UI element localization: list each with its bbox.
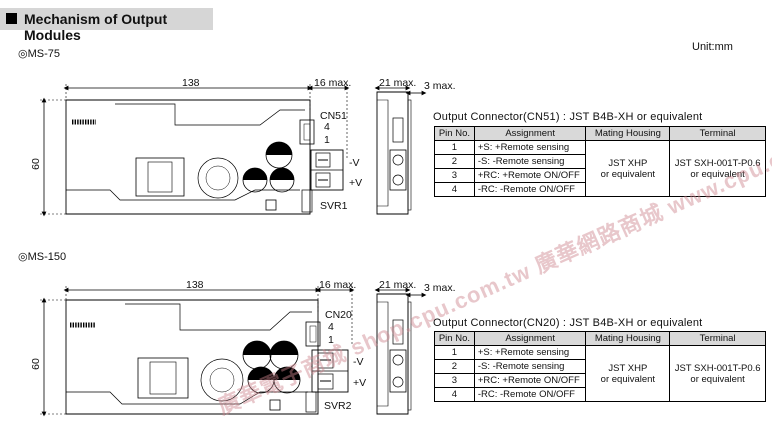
col-header-terminal: Terminal (669, 331, 766, 346)
dim-height-ms75: 60 (29, 158, 42, 170)
pin-assignment: -S: -Remote sensing (473, 154, 587, 169)
table-header-row: Pin No. Assignment Mating Housing Termin… (434, 331, 766, 346)
label-pin1-ms150: 1 (328, 334, 334, 346)
pin-assignment: +RC: +Remote ON/OFF (473, 168, 587, 183)
module-name-ms150: ◎MS-150 (18, 251, 67, 263)
pin-table-cn51: Pin No. Assignment Mating Housing Termin… (434, 126, 766, 197)
label-plus-v-ms150: +V (353, 377, 367, 389)
table-row: 4 -RC: -Remote ON/OFF (434, 387, 766, 402)
pin-assignment: -S: -Remote sensing (473, 359, 587, 374)
connector-title-cn20: Output Connector(CN20) : JST B4B-XH or e… (433, 317, 703, 329)
col-header-housing: Mating Housing (585, 331, 671, 346)
pin-number: 1 (434, 345, 475, 360)
table-row: 4 -RC: -Remote ON/OFF (434, 182, 766, 197)
mating-housing: JST XHP or equivalent (585, 345, 671, 402)
ms75-drawing (40, 84, 427, 217)
table-header-row: Pin No. Assignment Mating Housing Termin… (434, 126, 766, 141)
dim-edge-max-ms150: 3 max. (424, 282, 456, 294)
label-cn20: CN20 (325, 309, 352, 321)
table-row: 1 +S: +Remote sensing JST XHP or equival… (434, 140, 766, 197)
pin-assignment: +S: +Remote sensing (473, 140, 587, 155)
connector-title-cn51: Output Connector(CN51) : JST B4B-XH or e… (433, 111, 703, 123)
col-header-terminal: Terminal (669, 126, 766, 141)
col-header-assignment: Assignment (473, 126, 587, 141)
dim-side-max-ms150: 16 max. (319, 279, 357, 291)
section-header: Mechanism of Output Modules (0, 8, 213, 43)
col-header-housing: Mating Housing (585, 126, 671, 141)
pin-number: 4 (434, 387, 475, 402)
table-row: 1 +S: +Remote sensing JST XHP or equival… (434, 345, 766, 402)
pin-assignment: +S: +Remote sensing (473, 345, 587, 360)
label-svr1: SVR1 (320, 200, 348, 212)
dim-height-ms150: 60 (29, 358, 42, 370)
col-header-pin: Pin No. (434, 126, 475, 141)
pin-assignment: -RC: -Remote ON/OFF (473, 182, 587, 197)
col-header-assignment: Assignment (473, 331, 587, 346)
label-svr2: SVR2 (324, 400, 352, 412)
label-minus-v-ms75: -V (349, 157, 360, 169)
pin-number: 4 (434, 182, 475, 197)
label-pin1-ms75: 1 (324, 134, 330, 146)
pin-number: 3 (434, 373, 475, 388)
ms150-drawing (40, 286, 427, 417)
page-title: Mechanism of Output Modules (24, 11, 168, 43)
pin-number: 1 (434, 140, 475, 155)
pin-table-cn20: Pin No. Assignment Mating Housing Termin… (434, 331, 766, 402)
module-name-ms75: ◎MS-75 (18, 48, 60, 60)
pin-number: 2 (434, 359, 475, 374)
pin-assignment: -RC: -Remote ON/OFF (473, 387, 587, 402)
terminal: JST SXH-001T-P0.6 or equivalent (669, 345, 766, 402)
table-row: 2 -S: -Remote sensing (434, 154, 766, 169)
header-square-icon (6, 13, 17, 24)
label-cn51: CN51 (320, 110, 347, 122)
dim-side-max-ms75: 16 max. (314, 77, 352, 89)
col-header-pin: Pin No. (434, 331, 475, 346)
terminal: JST SXH-001T-P0.6 or equivalent (669, 140, 766, 197)
label-pin4-ms75: 4 (324, 121, 330, 133)
label-pin4-ms150: 4 (328, 321, 334, 333)
dim-depth-max-ms75: 21 max. (379, 77, 417, 89)
label-plus-v-ms75: +V (349, 177, 363, 189)
pin-assignment: +RC: +Remote ON/OFF (473, 373, 587, 388)
pin-number: 3 (434, 168, 475, 183)
dim-length-ms150: 138 (186, 279, 204, 291)
pin-number: 2 (434, 154, 475, 169)
mating-housing: JST XHP or equivalent (585, 140, 671, 197)
dim-length-ms75: 138 (182, 77, 200, 89)
dim-depth-max-ms150: 21 max. (379, 279, 417, 291)
dim-edge-max-ms75: 3 max. (424, 80, 456, 92)
label-minus-v-ms150: -V (353, 356, 364, 368)
unit-label: Unit:mm (692, 41, 733, 53)
